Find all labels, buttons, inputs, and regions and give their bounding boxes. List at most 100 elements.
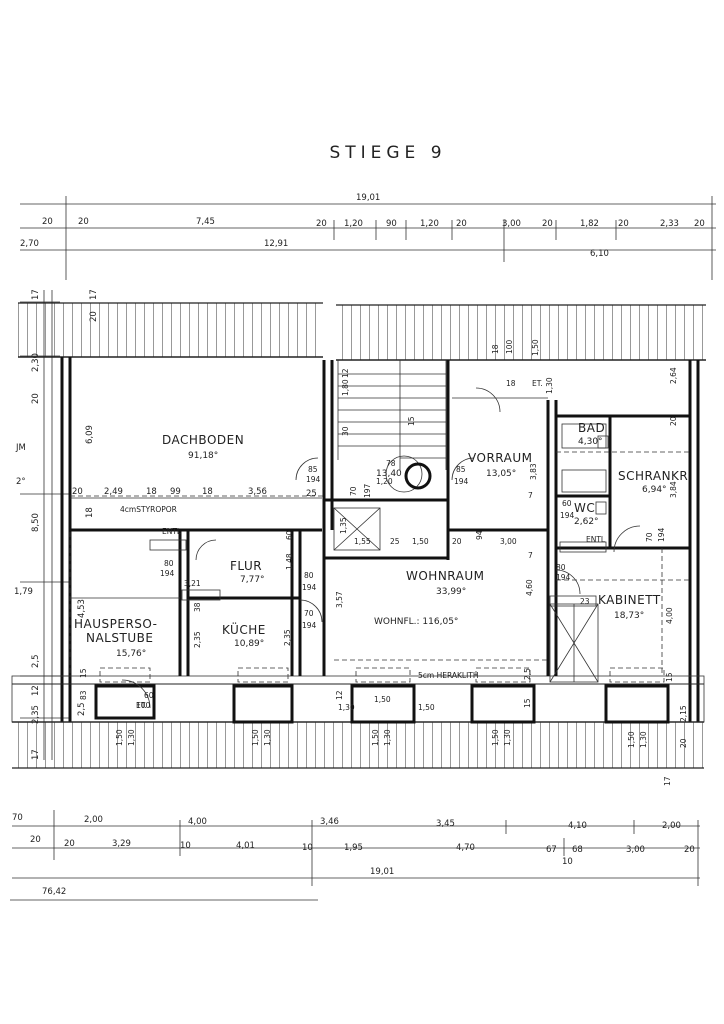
dim-label: 20 <box>618 219 629 229</box>
top-total-dim: 19,01 <box>356 193 380 203</box>
dim-label: 2,30 <box>31 353 41 372</box>
dim-label: 68 <box>572 845 583 855</box>
top-dimension-lines <box>20 196 716 280</box>
et-label: ET. <box>136 701 147 710</box>
dim-label: 2,70 <box>20 239 39 249</box>
room-wc: WC 2,62° <box>574 501 599 527</box>
dim-label: 20 <box>64 839 75 849</box>
dim-label: 70 <box>645 532 654 542</box>
room-name: KABINETT <box>598 593 661 607</box>
dim-label: 1,50 <box>491 729 500 746</box>
dim-label: 23 <box>580 597 590 606</box>
dim-label: 1,50 <box>627 731 636 748</box>
dim-label: 1,30 <box>503 729 512 746</box>
dim-label: 1,50 <box>371 729 380 746</box>
dim-label: 2,5 <box>31 654 41 668</box>
room-dachboden: DACHBODEN 91,18° <box>162 433 244 461</box>
inner-dims-misc: 3,57 2,35 2,35 38 15 83 12 60 100 1,50 1… <box>79 339 554 746</box>
room-name: WC <box>574 501 595 515</box>
dim-label: 197 <box>363 483 372 498</box>
overall-dim: 76,42 <box>42 887 66 897</box>
dim-label: 20 <box>72 487 83 497</box>
dim-label: 194 <box>556 573 571 582</box>
living-area-total: WOHNFL.: 116,05° <box>374 617 458 627</box>
room-hauspersonalstube: HAUSPERSO- NALSTUBE 15,76° <box>74 617 157 659</box>
edge-label-jm: JM <box>15 443 26 453</box>
dim-label: 1,79 <box>14 587 33 597</box>
dim-label: 1,82 <box>580 219 599 229</box>
dim-label: 194 <box>302 583 317 592</box>
bottom-windows <box>94 667 670 724</box>
et-label: ET. <box>532 379 543 388</box>
dim-label: 100 <box>136 701 151 710</box>
dim-label: 194 <box>302 621 317 630</box>
dim-label: 10 <box>180 841 191 851</box>
dim-label: 18 <box>146 487 157 497</box>
dim-label: 18 <box>85 507 95 518</box>
dim-label: 2,64 <box>669 367 678 384</box>
dim-label: 2,5 <box>523 668 532 680</box>
inner-dims-center: 1,35 1,55 25 1,50 20 94 3,00 70 197 85 1… <box>306 465 517 546</box>
stair-treads <box>337 360 447 493</box>
roof-hatch-top <box>18 302 706 361</box>
dim-label: 15 <box>665 672 674 682</box>
inner-dims-flur: 80 194 3,21 80 194 1,48 60 70 194 <box>160 530 317 630</box>
dim-label: 8,50 <box>31 513 41 532</box>
room-area: 13,05° <box>486 469 516 479</box>
entl-label: ENTL <box>162 527 182 536</box>
dim-label: 60 <box>144 691 154 700</box>
dim-label: 194 <box>454 477 469 486</box>
room-area: 2,62° <box>574 517 599 527</box>
room-name: FLUR <box>230 559 262 573</box>
dim-label: 3,84 <box>669 481 678 498</box>
dim-label: 20 <box>456 219 467 229</box>
dim-label: 100 <box>505 339 514 354</box>
room-area: 4,30° <box>578 437 603 447</box>
dim-label: 12 <box>31 685 41 696</box>
room-wohnraum: WOHNRAUM 33,99° <box>406 569 484 597</box>
room-area: 18,73° <box>614 611 644 621</box>
stair-area: 13,40 <box>376 469 402 479</box>
dim-label: 1,30 <box>338 703 355 712</box>
dim-label: 1,30 <box>545 377 554 394</box>
dim-label: 17 <box>89 289 99 300</box>
dim-label: 6,09 <box>85 425 95 444</box>
dim-label: 1,20 <box>344 219 363 229</box>
dim-label: 3,45 <box>436 819 455 829</box>
top-dim-row2: 2,70 12,91 6,10 <box>20 239 609 259</box>
dim-label: 194 <box>160 569 175 578</box>
dim-label: 2,33 <box>660 219 679 229</box>
room-bad: BAD 4,30° <box>578 421 605 447</box>
dim-label: 70 <box>349 486 358 496</box>
dim-label: 20 <box>316 219 327 229</box>
dim-label: 3,56 <box>248 487 267 497</box>
dim-label: 25 <box>390 537 400 546</box>
dim-label: 4,70 <box>456 843 475 853</box>
dim-label: 20 <box>694 219 705 229</box>
dim-label: 1,80 <box>341 379 350 396</box>
dim-label: 4,53 <box>77 599 87 618</box>
dim-label: 194 <box>560 511 575 520</box>
dim-label: 2,35 <box>193 631 202 648</box>
dim-label: 25 <box>306 489 317 499</box>
edge-label-2: 2° <box>16 477 26 487</box>
room-area: 7,77° <box>240 575 265 585</box>
dim-label: 7 <box>528 551 533 560</box>
dim-label: 20 <box>452 537 462 546</box>
dim-label: 83 <box>79 690 88 700</box>
room-name: BAD <box>578 421 605 435</box>
dim-label: 80 <box>164 559 174 568</box>
dim-label: 20 <box>684 845 695 855</box>
bottom-dim-row1: 70 2,00 4,00 3,46 3,45 4,10 2,00 <box>12 813 681 831</box>
dim-label: 60 <box>285 530 294 540</box>
room-area: 10,89° <box>234 639 264 649</box>
dim-label: 3,00 <box>502 219 521 229</box>
dim-label: 94 <box>475 530 484 540</box>
bottom-dimension-lines <box>10 810 700 901</box>
plan-title: STIEGE 9 <box>329 143 446 163</box>
dim-label: 20 <box>30 835 41 845</box>
dim-label: 67 <box>546 845 557 855</box>
dim-label: 15 <box>407 416 416 426</box>
dim-label: 3,29 <box>112 839 131 849</box>
